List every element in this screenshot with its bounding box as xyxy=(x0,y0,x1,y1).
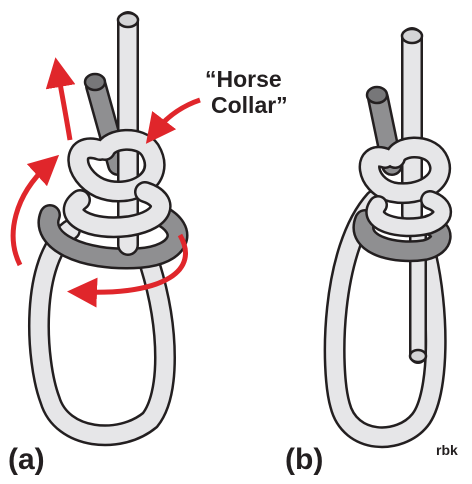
rope-end-cap-a-top xyxy=(118,13,138,27)
arrow-up-left xyxy=(58,72,70,140)
callout-line-2: Collar” xyxy=(205,92,288,118)
rope-end-cap-a-dark xyxy=(85,74,105,90)
rope-end-cap-b-tail xyxy=(410,350,426,362)
arrow-horse-collar-pointer xyxy=(155,100,200,132)
rope-end-cap-b-dark xyxy=(367,87,387,103)
credit-label: rbk xyxy=(436,442,458,458)
rope-end-cap-b-top xyxy=(402,29,422,43)
panel-label-a: (a) xyxy=(8,443,45,477)
callout-line-1: “Horse xyxy=(205,66,288,92)
panel-b-knot xyxy=(335,29,443,437)
horse-collar-callout: “Horse Collar” xyxy=(205,66,288,118)
panel-label-b: (b) xyxy=(285,443,323,477)
